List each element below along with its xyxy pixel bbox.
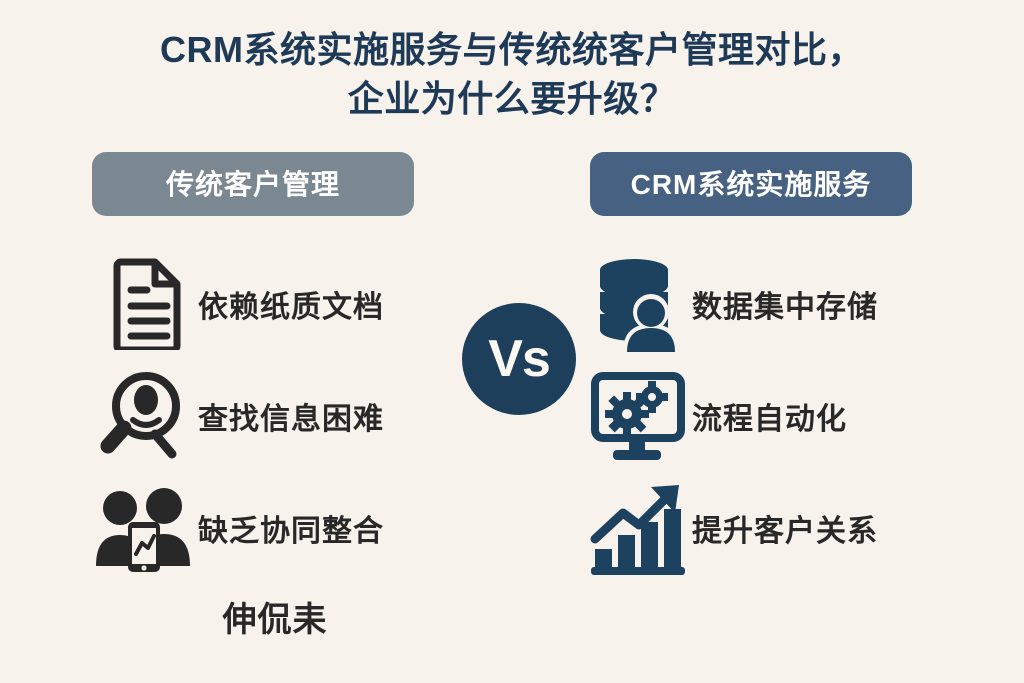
column-header-traditional: 传统客户管理 xyxy=(92,152,414,216)
feature-row-hard-to-find: 查找信息困难 xyxy=(72,360,492,472)
growth-chart-arrow-icon xyxy=(584,481,692,575)
feature-list-traditional: 依赖纸质文档 查找信息困难 xyxy=(72,248,492,584)
feature-label-centralized-data: 数据集中存储 xyxy=(692,291,878,324)
magnifier-person-icon xyxy=(90,370,198,462)
page-title: CRM系统实施服务与传统统客户管理对比， 企业为什么要升级？ xyxy=(0,26,1024,124)
feature-row-better-relationships: 提升客户关系 xyxy=(562,472,982,584)
feature-label-no-collaboration: 缺乏协同整合 xyxy=(198,515,384,548)
column-crm: CRM系统实施服务 数据集中存储 xyxy=(562,152,982,584)
feature-row-paper-documents: 依赖纸质文档 xyxy=(72,248,492,360)
footer-note: 伸侃耒 xyxy=(110,600,440,646)
feature-list-crm: 数据集中存储 xyxy=(562,248,982,584)
database-user-icon xyxy=(584,256,692,352)
column-traditional: 传统客户管理 依赖纸质文档 xyxy=(72,152,492,584)
feature-row-process-automation: 流程自动化 xyxy=(562,360,982,472)
footer-note-text: 伸侃耒 xyxy=(222,601,328,639)
column-header-crm: CRM系统实施服务 xyxy=(590,152,912,216)
feature-label-hard-to-find: 查找信息困难 xyxy=(198,403,384,436)
vs-badge: Vs xyxy=(462,303,576,415)
document-icon xyxy=(90,258,198,350)
feature-label-better-relationships: 提升客户关系 xyxy=(692,515,878,548)
page-title-line-1: CRM系统实施服务与传统统客户管理对比， xyxy=(160,29,864,70)
page-title-line-2: 企业为什么要升级？ xyxy=(347,77,677,119)
feature-label-paper-documents: 依赖纸质文档 xyxy=(198,291,384,324)
feature-label-process-automation: 流程自动化 xyxy=(692,403,847,436)
feature-row-centralized-data: 数据集中存储 xyxy=(562,248,982,360)
feature-row-no-collaboration: 缺乏协同整合 xyxy=(72,472,492,584)
vs-label: Vs xyxy=(488,330,551,388)
people-phone-icon xyxy=(90,482,198,574)
monitor-gears-icon xyxy=(584,370,692,462)
comparison-area: 传统客户管理 依赖纸质文档 xyxy=(0,152,1024,683)
